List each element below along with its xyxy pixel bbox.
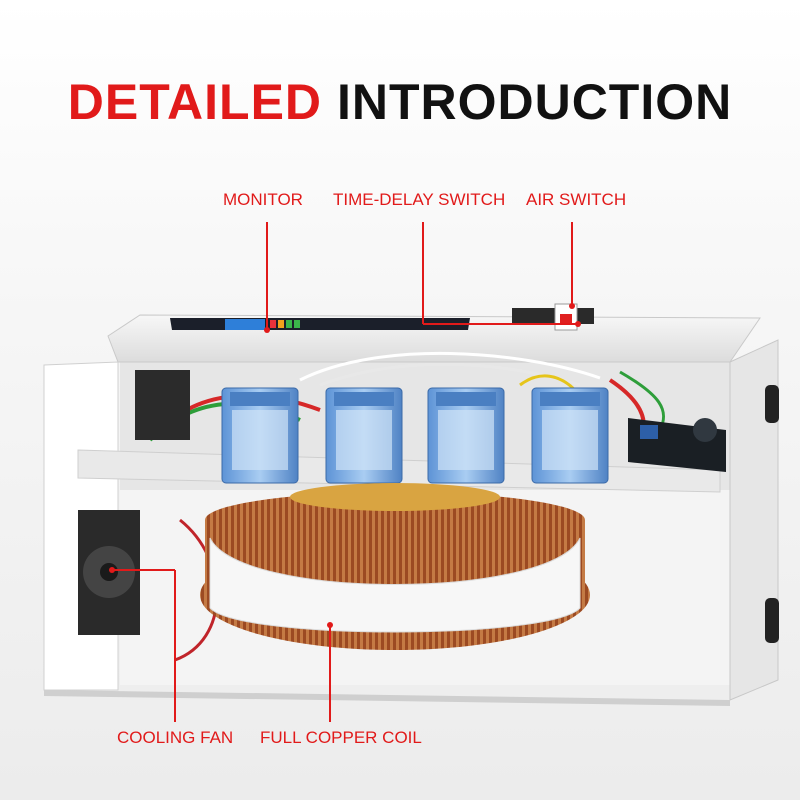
headline-red-part: DETAILED: [67, 74, 323, 130]
air-switch-body: [512, 308, 594, 324]
headline: DETAILED INTRODUCTION: [0, 72, 800, 132]
label-monitor: MONITOR: [223, 190, 303, 209]
terminal-block: [135, 370, 190, 440]
callout-lines: [112, 222, 578, 722]
copper-coil: [200, 483, 590, 650]
relay-group: [221, 387, 609, 484]
label-air-switch: AIR SWITCH: [526, 190, 627, 209]
monitor-screen: [225, 319, 265, 330]
coil-top-plate: [290, 483, 500, 511]
cooling-fan: [78, 510, 140, 635]
label-time-delay-switch: TIME-DELAY SWITCH: [333, 190, 506, 209]
label-full-copper-coil: FULL COPPER COIL: [260, 728, 422, 747]
label-cooling-fan: COOLING FAN: [117, 728, 234, 747]
headline-black-part: INTRODUCTION: [336, 74, 733, 130]
